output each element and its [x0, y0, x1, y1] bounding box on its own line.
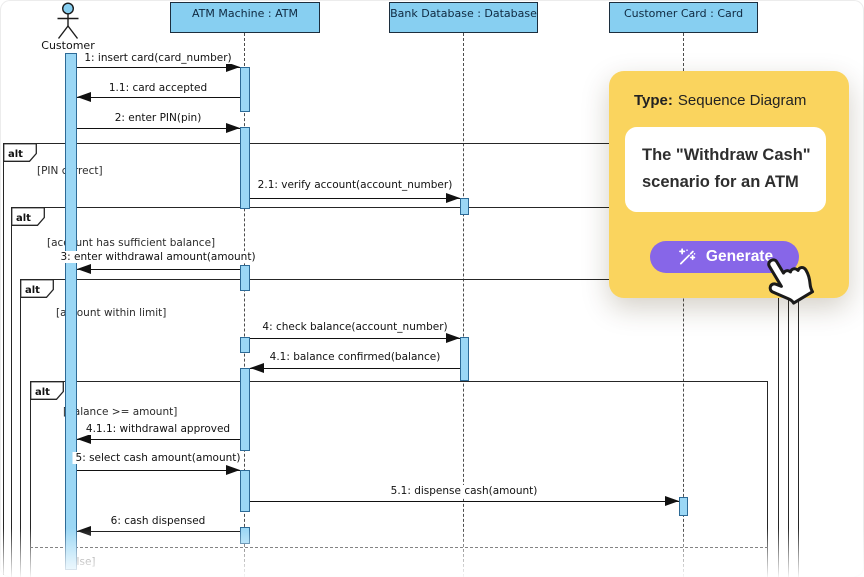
- arrowhead: [446, 333, 460, 343]
- arrowhead: [77, 92, 91, 102]
- svg-text:alt: alt: [35, 387, 50, 398]
- activation-customer: [65, 53, 77, 570]
- lifeline-head-atm[interactable]: ATM Machine : ATM: [170, 2, 320, 33]
- lifeline-head-bank-database[interactable]: Bank Database : Database: [389, 2, 538, 33]
- message-line: [250, 501, 679, 502]
- activation-bank: [460, 337, 469, 381]
- diagram-type-line: Type:Sequence Diagram: [634, 92, 806, 109]
- lifeline-bank-database: [463, 33, 464, 577]
- guard-amount-limit: [amount within limit]: [56, 307, 167, 319]
- message-line: [77, 67, 240, 68]
- alt-operator-label: alt: [3, 143, 37, 162]
- lifeline-head-customer-card[interactable]: Customer Card : Card: [609, 2, 758, 33]
- arrowhead: [77, 526, 91, 536]
- message-label: 1.1: card accepted: [105, 82, 211, 94]
- message-label: 6: cash dispensed: [107, 515, 209, 527]
- guard-balance-ge-amount: [balance >= amount]: [63, 406, 178, 418]
- lifeline-head-label: Bank Database : Database: [390, 7, 537, 20]
- arrowhead: [77, 434, 91, 444]
- alt-operator-label: alt: [11, 207, 45, 226]
- activation-card: [679, 497, 688, 516]
- message-line: [77, 531, 240, 532]
- alt-frame-balance-sufficient: [11, 207, 789, 577]
- svg-text:alt: alt: [25, 285, 40, 296]
- arrowhead: [250, 363, 264, 373]
- generate-button[interactable]: Generate: [650, 241, 799, 273]
- lifeline-head-label: Customer Card : Card: [623, 7, 744, 20]
- message-line: [77, 439, 240, 440]
- activation-bank: [460, 198, 469, 215]
- activation-atm: [240, 527, 250, 544]
- svg-text:alt: alt: [8, 149, 23, 160]
- message-label: 5: select cash amount(amount): [72, 452, 244, 464]
- alt-operator-label: alt: [30, 381, 64, 400]
- alt-else-divider: [30, 547, 768, 548]
- message-label: 4.1.1: withdrawal approved: [82, 423, 234, 435]
- activation-atm: [240, 470, 250, 512]
- cursor-hand-icon: [767, 258, 815, 305]
- ai-generate-card: Type:Sequence Diagram The "Withdraw Cash…: [609, 71, 849, 305]
- message-label: 2: enter PIN(pin): [111, 112, 205, 124]
- message-label: 3: enter withdrawal amount(amount): [57, 251, 259, 263]
- lifeline-customer-card: [683, 33, 684, 577]
- activation-atm: [240, 67, 250, 112]
- message-line: [250, 338, 460, 339]
- message-line: [250, 198, 460, 199]
- message-label: 4.1: balance confirmed(balance): [266, 351, 444, 363]
- lifeline-atm: [244, 33, 245, 577]
- arrowhead: [226, 465, 240, 475]
- alt-operator-label: alt: [20, 279, 54, 298]
- message-line: [77, 470, 240, 471]
- arrowhead: [665, 496, 679, 506]
- arrowhead: [226, 123, 240, 133]
- type-label: Type:: [634, 92, 673, 109]
- alt-frame-pin: [3, 143, 799, 577]
- prompt-input[interactable]: The "Withdraw Cash" scenario for an ATM: [625, 127, 826, 212]
- message-line: [77, 128, 240, 129]
- magic-wand-icon: [678, 247, 696, 264]
- actor-icon[interactable]: [50, 1, 86, 40]
- lifeline-head-label: ATM Machine : ATM: [191, 7, 298, 20]
- message-label: 5.1: dispense cash(amount): [387, 485, 541, 497]
- alt-frame-amount-limit: [20, 279, 779, 577]
- message-label: 1: insert card(card_number): [81, 52, 235, 64]
- message-line: [77, 97, 240, 98]
- activation-atm: [240, 337, 250, 353]
- arrowhead: [226, 62, 240, 72]
- arrowhead: [77, 264, 91, 274]
- activation-atm: [240, 265, 250, 291]
- message-line: [250, 368, 460, 369]
- activation-atm: [240, 368, 250, 451]
- type-value: Sequence Diagram: [677, 92, 807, 109]
- guard-sufficient-balance: [account has sufficient balance]: [47, 237, 216, 249]
- svg-text:alt: alt: [16, 213, 31, 224]
- message-label: 2.1: verify account(account_number): [254, 179, 456, 191]
- arrowhead: [446, 193, 460, 203]
- alt-frame-balance-ge-amount: [30, 381, 768, 577]
- message-line: [77, 269, 240, 270]
- generate-button-label: Generate: [705, 248, 774, 265]
- message-label: 4: check balance(account_number): [259, 321, 451, 333]
- actor-name: Customer: [41, 39, 95, 52]
- activation-atm: [240, 127, 250, 209]
